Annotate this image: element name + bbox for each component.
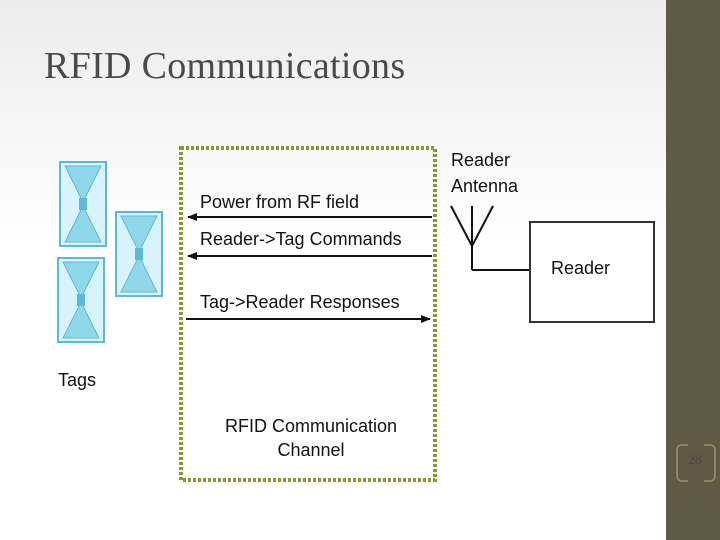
reader-label: Reader xyxy=(551,258,611,278)
power-label: Power from RF field xyxy=(200,192,360,212)
channel-label-line1: RFID Communication xyxy=(224,416,398,436)
page-bracket-right xyxy=(704,444,716,482)
tag-icon-1 xyxy=(59,161,107,247)
antenna-label-line1: Reader xyxy=(451,150,511,170)
channel-label-line2: Channel xyxy=(277,440,345,460)
tags-label: Tags xyxy=(58,370,97,390)
reader-box xyxy=(529,221,655,323)
tag-icon-3 xyxy=(57,257,105,343)
commands-label: Reader->Tag Commands xyxy=(200,229,402,249)
tag-icon-2 xyxy=(115,211,163,297)
slide-title: RFID Communications xyxy=(44,45,406,87)
page-bracket-left xyxy=(676,444,688,482)
sidebar-decoration xyxy=(666,0,720,540)
antenna-icon xyxy=(450,205,530,271)
antenna-label: Reader Antenna xyxy=(451,147,518,199)
channel-label: RFID Communication Channel xyxy=(198,414,424,462)
channel-box xyxy=(179,146,437,482)
page-number: 28 xyxy=(688,452,702,467)
antenna-label-line2: Antenna xyxy=(451,176,519,196)
responses-label: Tag->Reader Responses xyxy=(200,292,400,312)
